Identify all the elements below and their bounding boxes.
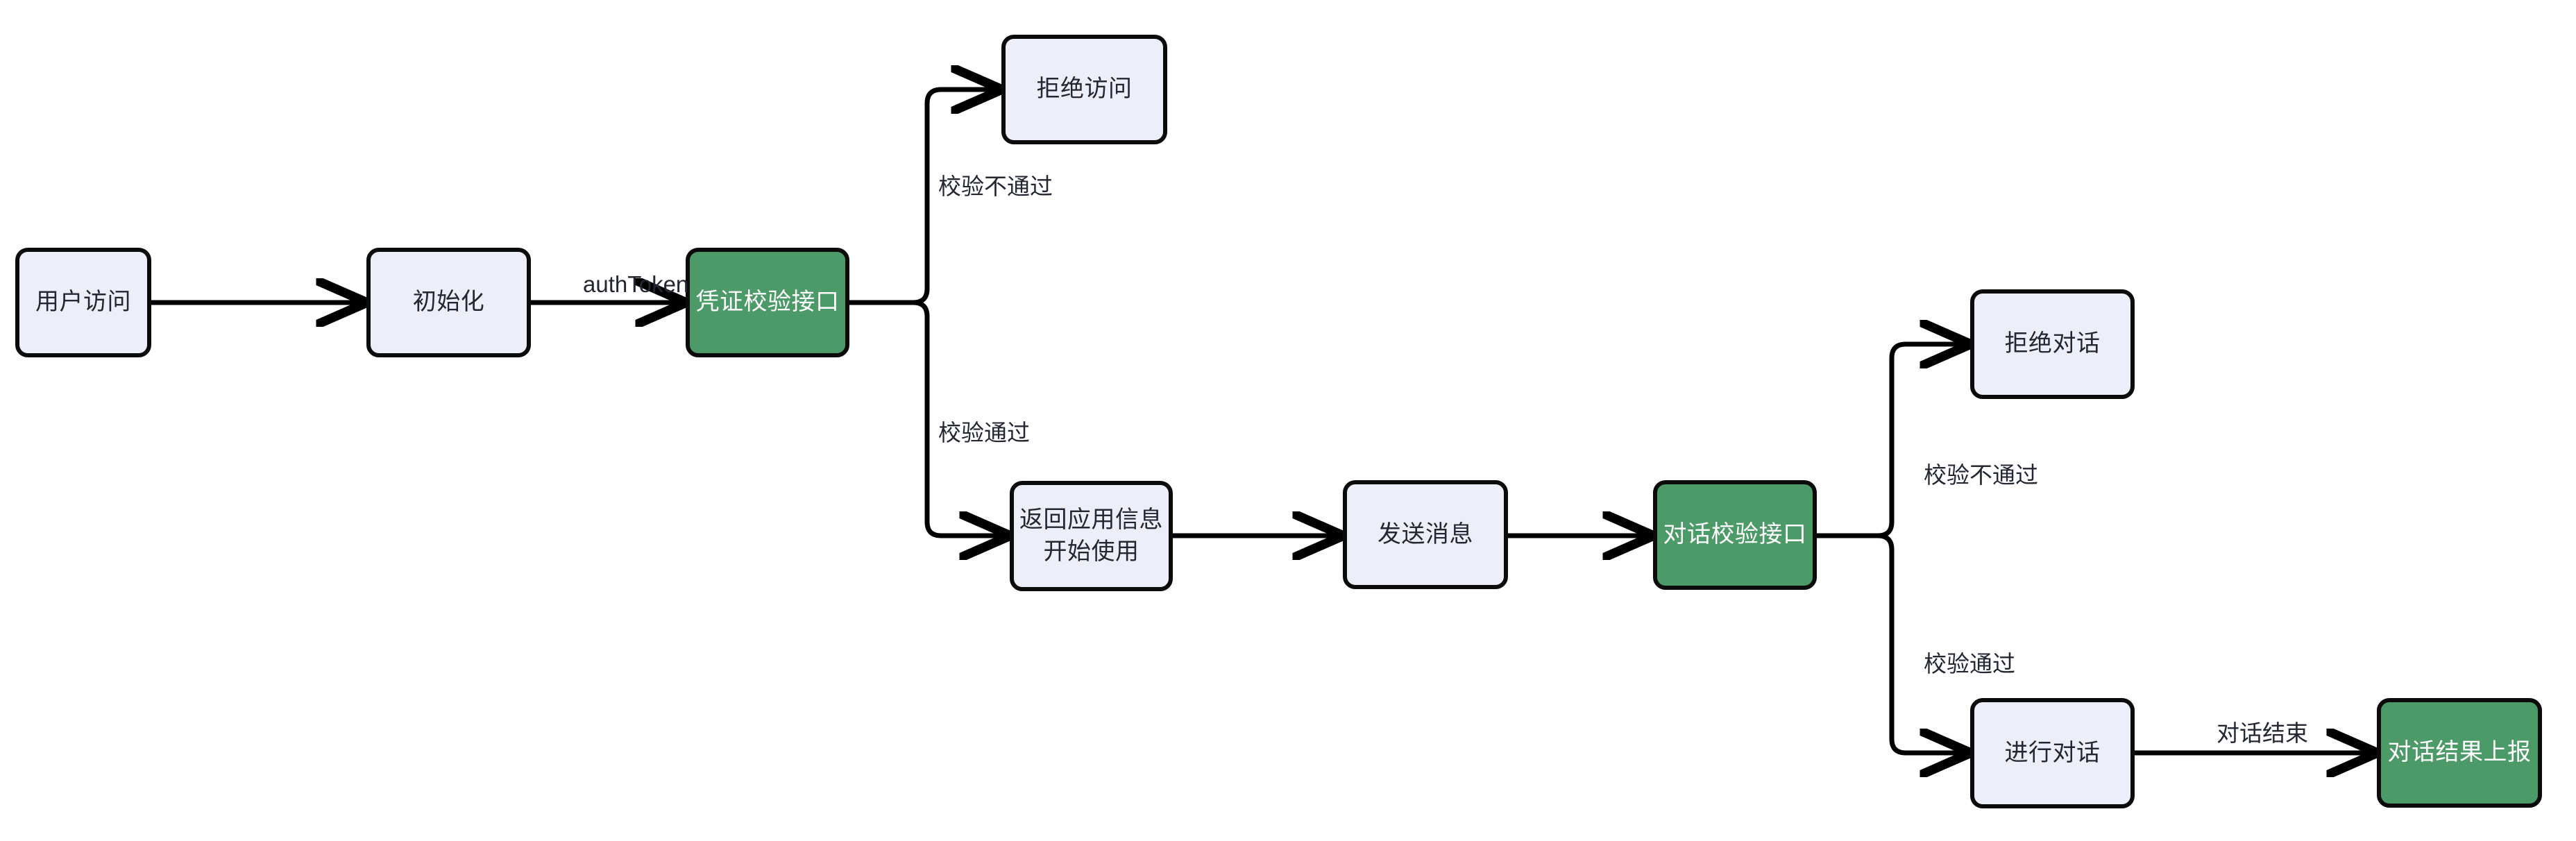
edge-label-dialog-end: 对话结束 — [2217, 720, 2308, 746]
node-return-app-info[interactable]: 返回应用信息 开始使用 — [1010, 481, 1173, 591]
edge-label-auth-token: authToken — [583, 271, 689, 297]
node-credential-verify[interactable]: 凭证校验接口 — [686, 248, 849, 357]
edge-label-credential-verify-fail: 校验不通过 — [938, 173, 1053, 199]
edge-label-dialog-verify-pass: 校验通过 — [1924, 651, 2015, 677]
node-report-result[interactable]: 对话结果上报 — [2377, 698, 2542, 808]
edge-dialog-verify-to-do-dialog — [1877, 533, 1966, 753]
edge-dialog-verify-to-deny-dialog — [1877, 344, 1966, 538]
edge-label-credential-verify-pass: 校验通过 — [938, 420, 1030, 445]
edge-label-dialog-verify-fail: 校验不通过 — [1924, 462, 2038, 488]
node-user-access[interactable]: 用户访问 — [15, 248, 151, 357]
node-initialize[interactable]: 初始化 — [366, 248, 531, 357]
node-do-dialog[interactable]: 进行对话 — [1970, 698, 2135, 808]
node-deny-dialog[interactable]: 拒绝对话 — [1970, 289, 2135, 399]
node-deny-access[interactable]: 拒绝访问 — [1001, 35, 1167, 144]
edge-credential-verify-to-return-app-info — [913, 300, 1006, 536]
node-dialog-verify[interactable]: 对话校验接口 — [1653, 480, 1817, 590]
node-send-message[interactable]: 发送消息 — [1343, 480, 1508, 589]
